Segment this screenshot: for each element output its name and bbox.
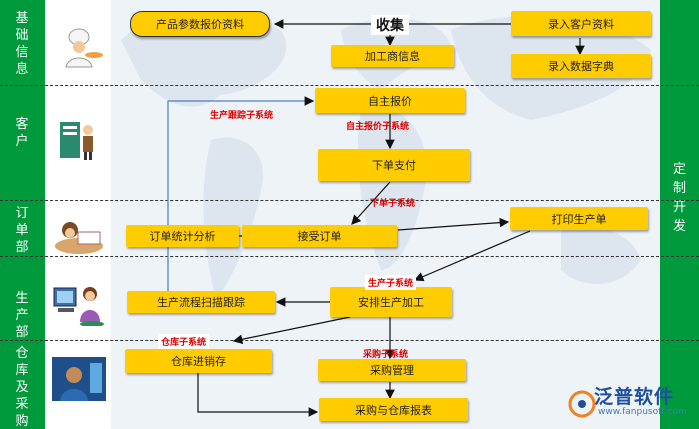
subsystem-label-production: 生产子系统 bbox=[365, 275, 417, 290]
fanpu-logo-icon bbox=[568, 390, 596, 418]
box-enter-dict[interactable]: 录入数据字典 bbox=[511, 54, 651, 78]
custom-dev-column bbox=[660, 0, 699, 429]
lane-separator bbox=[0, 256, 699, 257]
subsystem-label-self-quote: 自主报价子系统 bbox=[346, 122, 410, 132]
custom-dev-char: 发 bbox=[672, 219, 686, 234]
lane-char: 及 bbox=[15, 380, 30, 395]
collect-label: 收集 bbox=[371, 15, 409, 35]
lane-char: 息 bbox=[15, 62, 30, 77]
photo-icon bbox=[52, 357, 106, 401]
presenter-icon bbox=[60, 122, 93, 160]
lane-label-warehouse: 仓 库 及 采 购 bbox=[0, 345, 45, 429]
box-enter-customer[interactable]: 录入客户资料 bbox=[511, 11, 651, 36]
custom-dev-char: 制 bbox=[672, 181, 686, 196]
arrow-to-arrange bbox=[413, 230, 531, 282]
lane-char: 部 bbox=[15, 325, 30, 340]
subsystem-label-order: 下单子系统 bbox=[370, 199, 416, 209]
box-scan-track[interactable]: 生产流程扫描跟踪 bbox=[127, 291, 275, 313]
lane-char: 基 bbox=[15, 11, 30, 26]
box-self-quote[interactable]: 自主报价 bbox=[315, 88, 465, 113]
arrow-to-print bbox=[397, 217, 510, 231]
subsystem-label-tracking: 生产跟踪子系统 bbox=[210, 111, 274, 121]
arrow-to-warehouse bbox=[232, 316, 351, 344]
box-order-stats[interactable]: 订单统计分析 bbox=[126, 225, 239, 247]
lane-char: 客 bbox=[15, 117, 30, 132]
lane-char: 单 bbox=[15, 223, 30, 238]
box-purchase-report[interactable]: 采购与仓库报表 bbox=[319, 398, 468, 421]
lane-label-production: 生 产 部 bbox=[0, 290, 45, 341]
arrow-warehouse-report bbox=[197, 372, 319, 417]
lane-char: 产 bbox=[15, 308, 30, 323]
lane-char: 生 bbox=[15, 291, 30, 306]
custom-dev-char: 定 bbox=[672, 162, 686, 177]
box-processor-info[interactable]: 加工商信息 bbox=[331, 45, 454, 67]
logo-url: www.fanpusoft.com bbox=[598, 407, 687, 417]
lane-char: 库 bbox=[15, 363, 30, 378]
lane-char: 订 bbox=[15, 206, 30, 221]
arrow-to-accept bbox=[351, 181, 391, 225]
lane-label-customer: 客 户 bbox=[0, 116, 45, 150]
logo-name: 泛普软件 bbox=[594, 386, 675, 408]
box-place-order[interactable]: 下单支付 bbox=[318, 149, 470, 181]
lane-char: 采 bbox=[15, 397, 30, 412]
box-purchase-mgmt[interactable]: 采购管理 bbox=[318, 359, 466, 381]
lane-label-basic: 基 础 信 息 bbox=[0, 10, 45, 78]
box-arrange-production[interactable]: 安排生产加工 bbox=[330, 287, 452, 317]
arrow-tracking-feedback bbox=[167, 96, 315, 292]
custom-dev-char: 开 bbox=[672, 200, 686, 215]
lane-separator bbox=[0, 340, 699, 341]
lane-char: 户 bbox=[15, 134, 30, 149]
custom-dev-label: 定 制 开 发 bbox=[660, 160, 699, 236]
computer-worker-icon bbox=[53, 287, 104, 326]
lane-char: 购 bbox=[15, 414, 30, 429]
lane-char: 信 bbox=[15, 45, 30, 60]
lane-label-column bbox=[0, 0, 45, 429]
box-product-quote[interactable]: 产品参数报价资料 bbox=[130, 11, 270, 37]
subsystem-label-warehouse: 仓库子系统 bbox=[158, 334, 210, 349]
reader-icon bbox=[55, 222, 103, 254]
lane-separator bbox=[0, 200, 699, 201]
box-print-production[interactable]: 打印生产单 bbox=[510, 207, 648, 230]
box-accept-order[interactable]: 接受订单 bbox=[242, 225, 397, 247]
box-warehouse-inout[interactable]: 仓库进销存 bbox=[125, 349, 272, 373]
subsystem-label-purchase: 采购子系统 bbox=[363, 350, 409, 360]
lane-char: 础 bbox=[15, 28, 30, 43]
chef-icon bbox=[65, 28, 103, 68]
lane-char: 部 bbox=[15, 240, 30, 255]
lane-label-order: 订 单 部 bbox=[0, 205, 45, 256]
lane-separator bbox=[0, 85, 699, 86]
lane-char: 仓 bbox=[15, 346, 30, 361]
